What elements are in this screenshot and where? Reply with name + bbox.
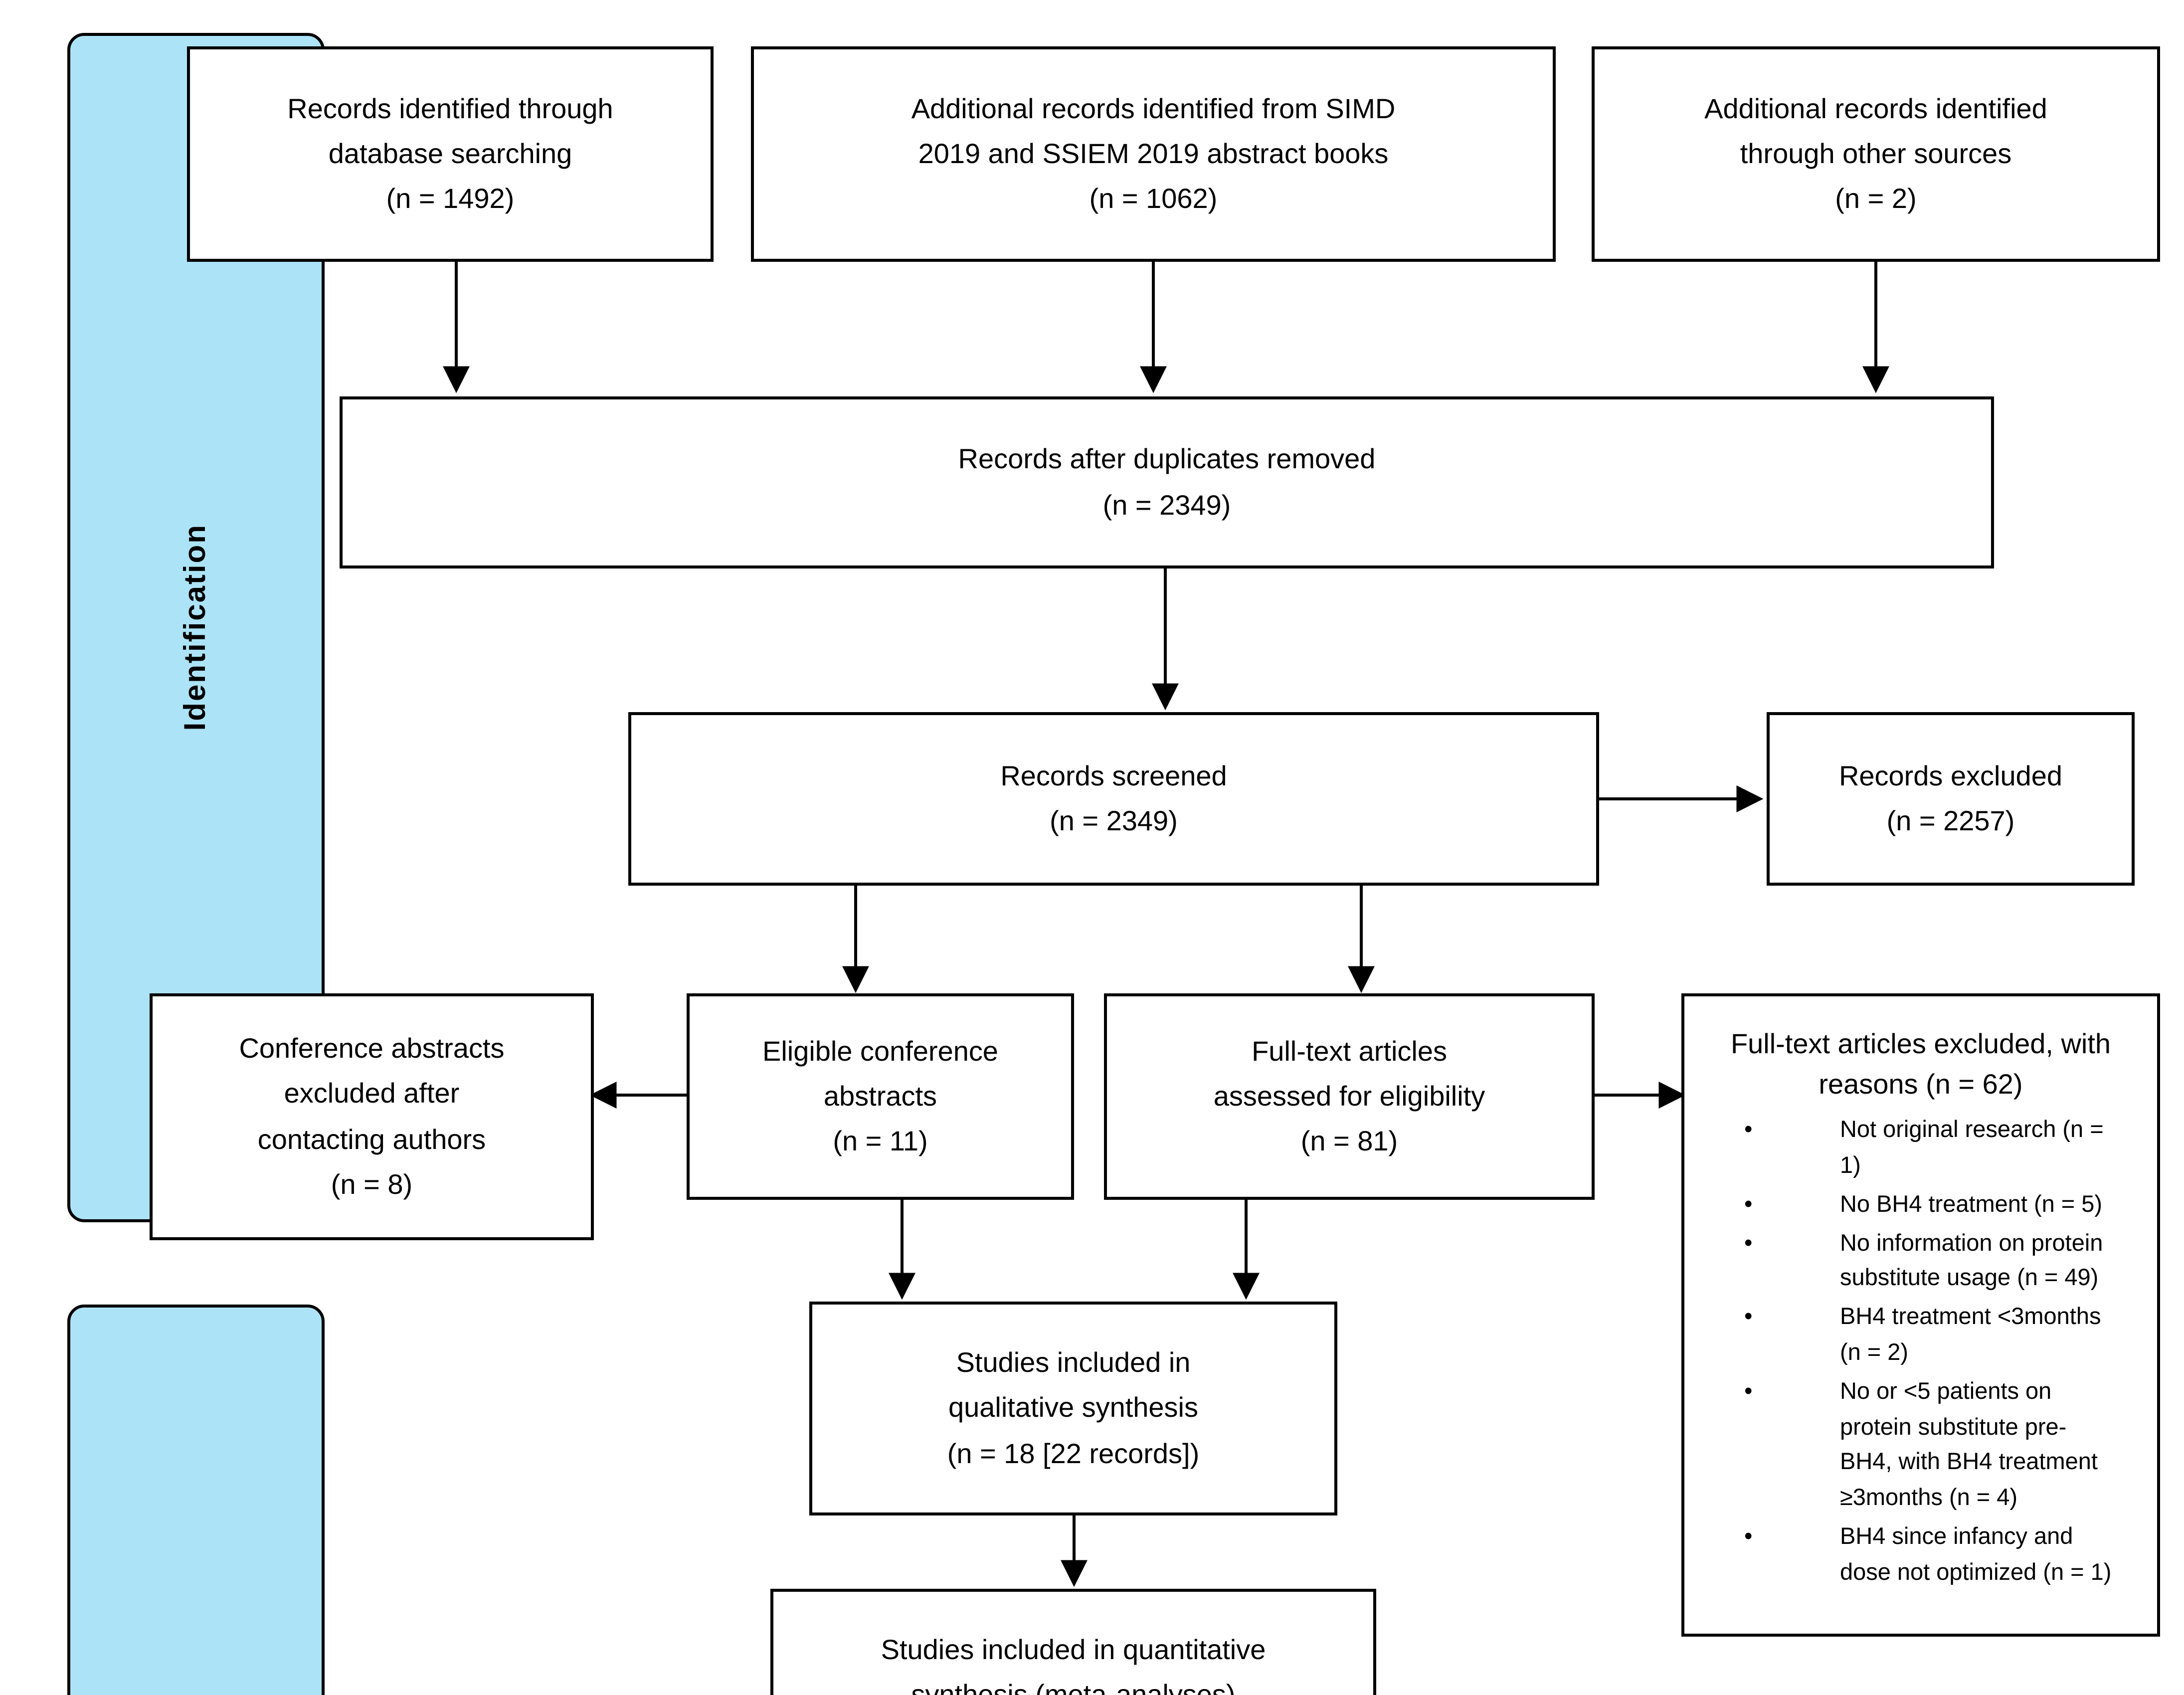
box-fulltext-assessed-line1: Full-text articles [1252, 1034, 1447, 1066]
box-records-excluded-count: (n = 2257) [1886, 805, 2015, 836]
box-conference-abstracts-excluded: Conference abstracts excluded after cont… [150, 993, 594, 1240]
box-qualitative-line1: Studies included in [956, 1346, 1191, 1378]
box-conf-excluded-line3: contacting authors [257, 1123, 486, 1154]
box-quantitative-line1: Studies included in quantitative [881, 1634, 1266, 1666]
exclusion-reason-text: BH4 treatment <3months (n = 2) [1840, 1305, 2101, 1366]
box-records-after-duplicates-removed: Records after duplicates removed (n = 23… [340, 396, 1994, 568]
box-eligible-abstracts-line2: abstracts [823, 1080, 937, 1112]
box-additional-records-abstract-books: Additional records identified from SIMD … [751, 46, 1556, 262]
box-fulltext-excluded-with-reasons: Full-text articles excluded, with reason… [1681, 993, 2160, 1637]
reasons-heading-count: (n = 62) [1926, 1068, 2023, 1100]
box-records-screened-line1: Records screened [1000, 759, 1227, 791]
bullet-icon: • [1744, 1230, 1753, 1256]
reasons-heading-line1: Full-text articles excluded, with [1730, 1028, 2111, 1059]
box-eligible-conference-abstracts: Eligible conference abstracts (n = 11) [687, 993, 1074, 1200]
reasons-heading-line2: reasons [1819, 1068, 1918, 1100]
exclusion-reason-item: • Not original research (n = 1) [1723, 1113, 2118, 1184]
box-qualitative-count: (n = 18 [22 records]) [947, 1437, 1200, 1469]
stage-tab-identification-label: Identification [180, 524, 212, 732]
exclusion-reason-text: No or <5 patients on protein substitute … [1840, 1379, 2098, 1511]
bullet-icon: • [1744, 1118, 1753, 1143]
box-studies-quantitative-synthesis: Studies included in quantitative synthes… [770, 1589, 1376, 1695]
stage-tab-screening: Screening [67, 1305, 325, 1695]
box-duplicates-count: (n = 2349) [1102, 488, 1231, 520]
reasons-heading: Full-text articles excluded, with reason… [1723, 1023, 2118, 1104]
box-duplicates-line1: Records after duplicates removed [958, 443, 1376, 475]
bullet-icon: • [1744, 1524, 1753, 1550]
box-fulltext-assessed-for-eligibility: Full-text articles assessed for eligibil… [1104, 993, 1595, 1200]
exclusion-reasons-list: • Not original research (n = 1) • No BH4… [1723, 1113, 2118, 1594]
box-other-sources-line2: through other sources [1740, 137, 2012, 169]
exclusion-reason-text: No information on protein substitute usa… [1840, 1230, 2103, 1292]
box-conf-excluded-line1: Conference abstracts [239, 1032, 505, 1064]
box-fulltext-assessed-line2: assessed for eligibility [1213, 1080, 1485, 1112]
box-abstract-books-line1: Additional records identified from SIMD [911, 92, 1396, 124]
box-studies-qualitative-synthesis: Studies included in qualitative synthesi… [809, 1302, 1337, 1515]
box-conf-excluded-line2: excluded after [284, 1077, 460, 1109]
bullet-icon: • [1744, 1192, 1753, 1218]
exclusion-reason-text: Not original research (n = 1) [1840, 1118, 2104, 1179]
box-eligible-abstracts-count: (n = 11) [833, 1125, 928, 1157]
exclusion-reason-item: • BH4 since infancy and dose not optimiz… [1723, 1520, 2118, 1591]
box-conf-excluded-count: (n = 8) [331, 1168, 413, 1200]
exclusion-reason-text: BH4 since infancy and dose not optimized… [1840, 1524, 2112, 1586]
bullet-icon: • [1744, 1379, 1753, 1405]
box-db-search-line1: Records identified through [287, 92, 613, 124]
box-records-screened: Records screened (n = 2349) [628, 712, 1599, 886]
box-additional-records-other-sources: Additional records identified through ot… [1592, 46, 2160, 262]
box-fulltext-assessed-count: (n = 81) [1300, 1125, 1398, 1157]
box-other-sources-count: (n = 2) [1835, 183, 1917, 214]
box-other-sources-line1: Additional records identified [1704, 92, 2047, 124]
exclusion-reason-item: • No information on protein substitute u… [1723, 1226, 2118, 1298]
box-abstract-books-count: (n = 1062) [1089, 183, 1218, 214]
box-quantitative-line2: synthesis (meta-analyses) [911, 1679, 1236, 1695]
box-db-search-line2: database searching [328, 137, 572, 169]
box-abstract-books-line2: 2019 and SSIEM 2019 abstract books [918, 137, 1389, 169]
exclusion-reason-item: • No BH4 treatment (n = 5) [1723, 1187, 2118, 1223]
box-db-search-count: (n = 1492) [386, 183, 515, 214]
exclusion-reason-item: • BH4 treatment <3months (n = 2) [1723, 1301, 2118, 1372]
exclusion-reason-text: No BH4 treatment (n = 5) [1840, 1192, 2103, 1218]
box-records-excluded: Records excluded (n = 2257) [1767, 712, 2135, 886]
exclusion-reason-item: • No or <5 patients on protein substitut… [1723, 1374, 2118, 1517]
box-qualitative-line2: qualitative synthesis [948, 1392, 1198, 1424]
box-eligible-abstracts-line1: Eligible conference [762, 1034, 998, 1066]
box-records-excluded-line1: Records excluded [1838, 759, 2063, 791]
bullet-icon: • [1744, 1305, 1753, 1330]
box-records-screened-count: (n = 2349) [1050, 805, 1178, 836]
box-records-identified-database: Records identified through database sear… [187, 46, 714, 262]
